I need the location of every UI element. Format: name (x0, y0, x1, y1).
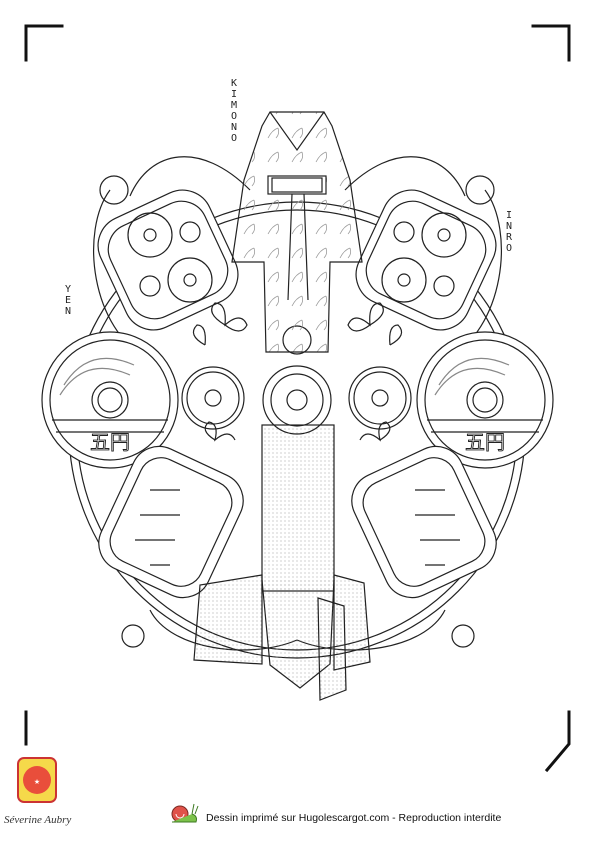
corner-brackets (24, 24, 571, 773)
obi-cloth (193, 424, 371, 701)
coin-center (262, 365, 332, 435)
svg-text:★: ★ (34, 778, 40, 786)
inro-bottom-right (351, 445, 497, 599)
snail-icon (171, 803, 199, 823)
inro-top-left (97, 189, 239, 331)
coin-small-right (348, 366, 412, 430)
inro-top-right (355, 189, 497, 331)
publisher-logo: ★ (17, 757, 57, 803)
coin-large-left (41, 331, 179, 469)
coin-large-right (416, 331, 554, 469)
coin-right-kanji: 五円 (465, 430, 505, 454)
footer-credit: Dessin imprimé sur Hugolescargot.com - R… (206, 812, 502, 824)
inro-bottom-left (98, 445, 244, 599)
label-kimono: KIMONO (230, 78, 238, 144)
coin-left-kanji: 五円 (90, 430, 130, 454)
coin-small-left (181, 366, 245, 430)
label-yen: YEN (64, 284, 72, 317)
kimono (231, 111, 363, 353)
label-inro: INRO (505, 210, 513, 254)
signature: Séverine Aubry (4, 814, 72, 826)
